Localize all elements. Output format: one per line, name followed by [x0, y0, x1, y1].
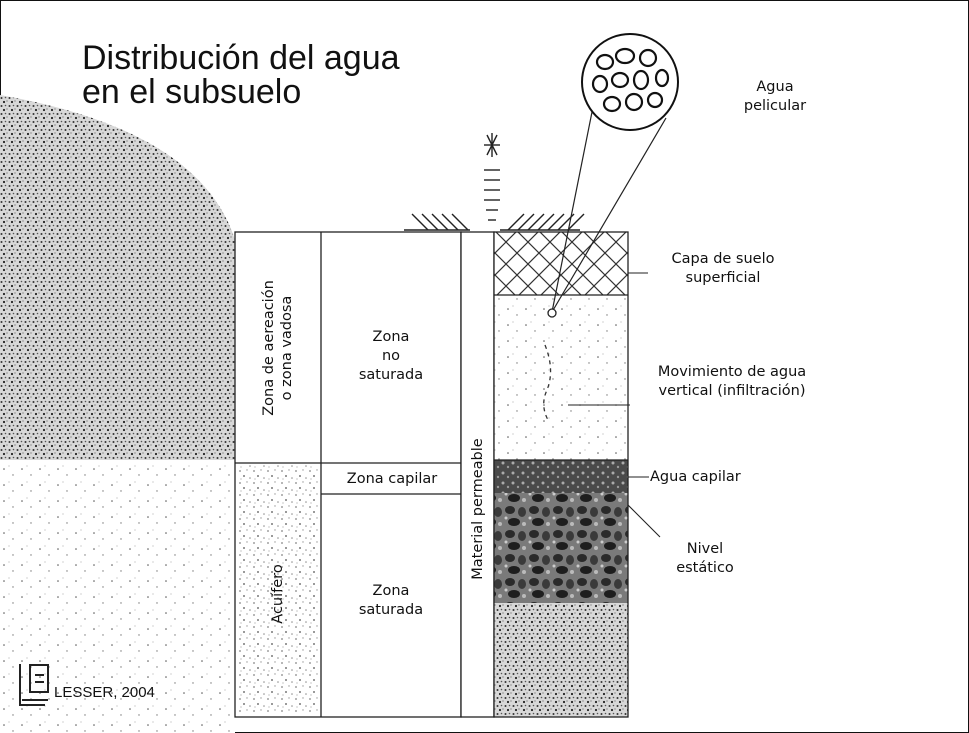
static-level-label: Nivel estático	[660, 540, 750, 578]
saturated-zone-line2: saturada	[358, 602, 424, 618]
book-logo-icon	[19, 664, 49, 706]
unsaturated-zone-line3: saturada	[358, 367, 424, 383]
aquifer-label: Acuífero	[270, 564, 286, 624]
topsoil-label: Capa de suelo superficial	[648, 250, 798, 288]
soil-profile	[493, 231, 629, 718]
saturated-zone-line1: Zona	[372, 583, 410, 599]
capillary-zone-label: Zona capilar	[346, 471, 438, 487]
leader-lines	[568, 272, 661, 538]
film-water-line2: pelicular	[743, 98, 807, 114]
static-level-line2: estático	[676, 560, 734, 576]
capillary-water-label: Agua capilar	[650, 469, 741, 485]
topsoil-line1: Capa de suelo	[671, 251, 775, 267]
unsaturated-zone-line2: no	[381, 348, 401, 364]
infiltration-path	[543, 344, 552, 421]
static-level-line1: Nivel	[686, 541, 724, 557]
hill-texture	[0, 95, 235, 733]
infiltration-line1: Movimiento de agua	[657, 364, 807, 380]
plant-icon	[484, 133, 500, 221]
film-water-label: Agua pelicular	[720, 78, 830, 116]
ground-surface	[404, 213, 585, 231]
page-title-line1: Distribución del agua	[82, 39, 400, 77]
aeration-zone-label-line1: Zona de aereación	[261, 280, 277, 416]
film-water-line1: Agua	[756, 79, 794, 95]
aeration-zone-label-line2: o zona vadosa	[279, 295, 295, 401]
unsaturated-zone-label: Zona no saturada	[325, 328, 457, 385]
infiltration-label: Movimiento de agua vertical (infiltració…	[637, 363, 827, 401]
unsaturated-zone-line1: Zona	[372, 329, 410, 345]
permeable-material-label: Material permeable	[470, 438, 486, 580]
topsoil-line2: superficial	[685, 270, 761, 286]
aquifer-fill	[237, 465, 319, 715]
source-credit: LESSER, 2004	[54, 684, 155, 701]
aeration-zone-label: Zona de aereación o zona vadosa	[260, 253, 296, 443]
infiltration-line2: vertical (infiltración)	[658, 383, 806, 399]
saturated-zone-label: Zona saturada	[325, 582, 457, 620]
magnifier	[547, 33, 679, 318]
page-title-line2: en el subsuelo	[82, 73, 302, 111]
